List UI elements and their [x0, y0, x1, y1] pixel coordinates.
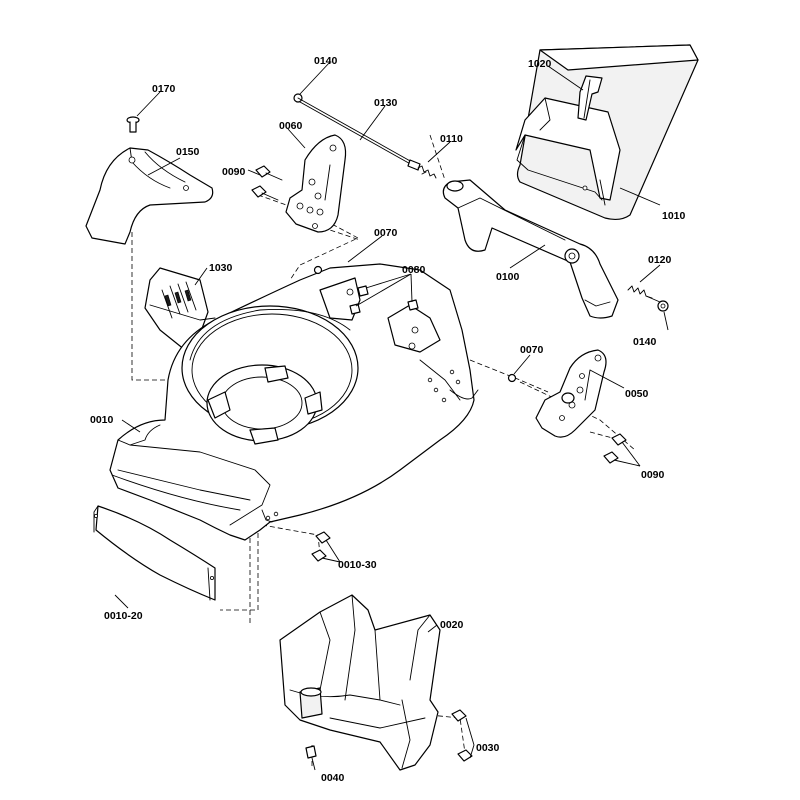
rear-flap-part: [85, 147, 214, 245]
front-baffle-part: [93, 505, 216, 601]
callout-0130: 0130: [374, 97, 398, 109]
leader-lines: [114, 61, 669, 771]
callout-0140-right: 0140: [633, 336, 657, 348]
callout-1010: 1010: [662, 210, 686, 222]
grass-bag-part: [515, 44, 699, 221]
callout-0010: 0010: [90, 414, 114, 426]
baffle-screws-part: [311, 531, 331, 562]
callout-0140-top: 0140: [314, 55, 338, 67]
callout-0080: 0080: [402, 264, 426, 276]
screws-upper-part: [251, 165, 283, 201]
right-spring-part: [627, 285, 669, 312]
height-adjuster-left-part: [285, 134, 347, 233]
callout-1020: 1020: [528, 58, 552, 70]
callout-labels: 0140 0170 0130 1020 0060 0150 0110 0090 …: [90, 55, 686, 784]
callout-0170: 0170: [152, 83, 176, 95]
callout-0070-right: 0070: [520, 344, 544, 356]
callout-0110: 0110: [440, 133, 463, 145]
callout-0070-upper: 0070: [374, 227, 398, 239]
callout-0150: 0150: [176, 146, 200, 158]
callout-0090-lower: 0090: [641, 469, 665, 481]
callout-0100: 0100: [496, 271, 520, 283]
callout-1030: 1030: [209, 262, 233, 274]
mower-deck-part: [109, 263, 479, 541]
callout-0090-upper: 0090: [222, 166, 246, 178]
chute-screws-part: [451, 709, 473, 762]
washers-part: [313, 265, 517, 383]
callout-0020: 0020: [440, 619, 464, 631]
screws-lower-part: [603, 433, 627, 464]
callout-0120: 0120: [648, 254, 672, 266]
rod-part: [293, 93, 421, 171]
callout-0060: 0060: [279, 120, 303, 132]
callout-0040: 0040: [321, 772, 345, 784]
handle-part: [442, 179, 619, 319]
spring-part: [417, 165, 437, 179]
height-adjuster-right-part: [535, 349, 607, 438]
push-pin-part: [126, 116, 140, 133]
callout-0030: 0030: [476, 742, 500, 754]
callout-0010-30: 0010-30: [338, 559, 377, 571]
callout-0050: 0050: [625, 388, 649, 400]
callout-0010-20: 0010-20: [104, 610, 143, 622]
deck-screws-part: [349, 285, 419, 315]
chute-bottom-screw-part: [305, 745, 317, 759]
discharge-chute-part: [279, 594, 441, 771]
